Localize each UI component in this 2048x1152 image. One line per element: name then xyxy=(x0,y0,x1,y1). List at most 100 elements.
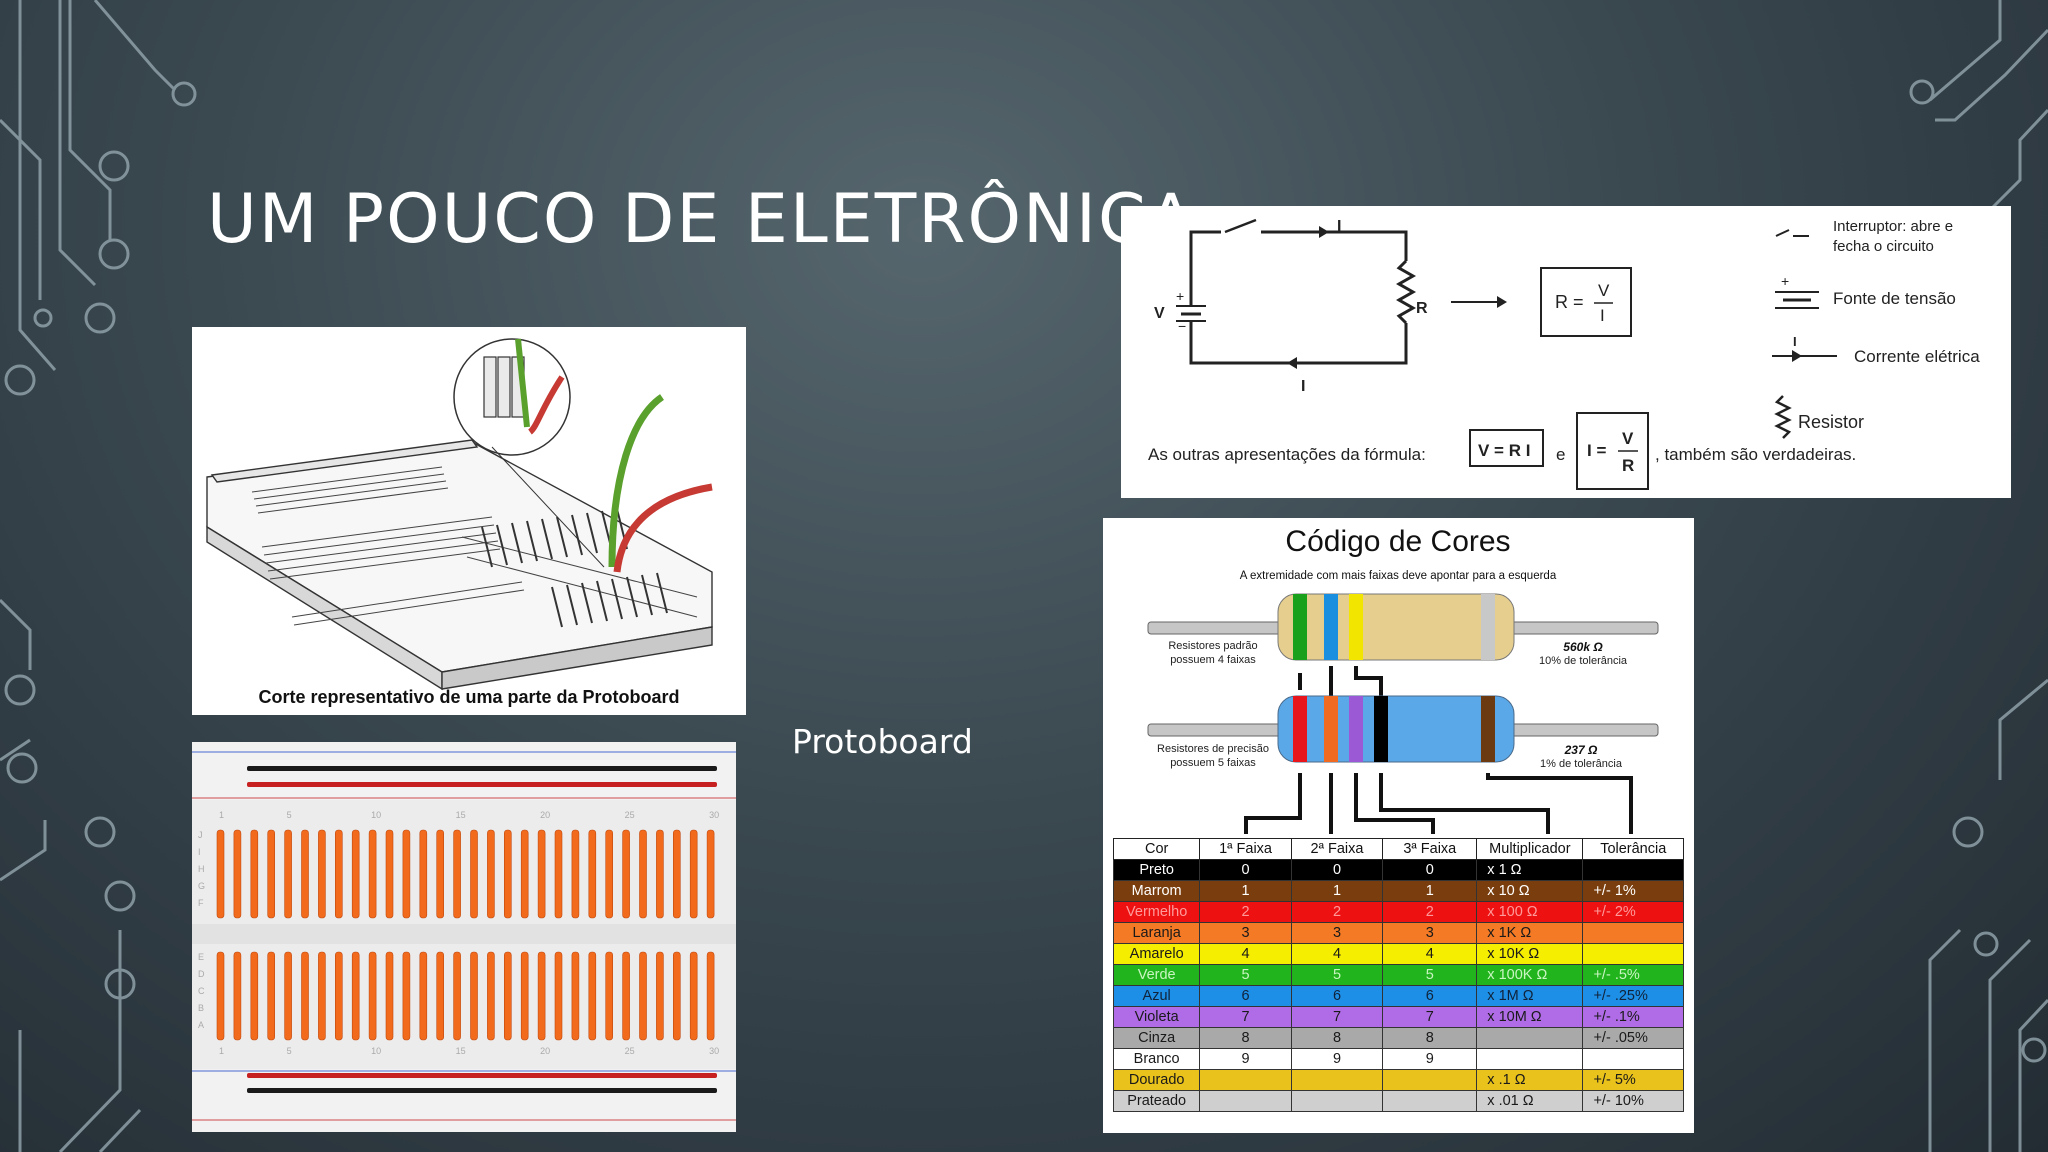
table-cell: +/- 1% xyxy=(1582,880,1684,902)
row-letter: H xyxy=(198,864,205,874)
column-number: 10 xyxy=(371,1046,381,1056)
table-cell: x 10K Ω xyxy=(1476,943,1584,965)
row-letter: F xyxy=(198,898,204,908)
resistor-5-bands xyxy=(1293,696,1495,762)
protoboard-strip xyxy=(419,951,428,1041)
table-cell: x 10M Ω xyxy=(1476,1006,1584,1028)
table-cell xyxy=(1199,1069,1292,1091)
resistor4-value: 560k Ω xyxy=(1563,640,1603,654)
table-cell: 3 xyxy=(1199,922,1292,944)
color-code-title: Código de Cores xyxy=(1285,525,1510,558)
column-number: 10 xyxy=(371,810,381,820)
protoboard-strip xyxy=(605,829,614,919)
protoboard-strip xyxy=(402,829,411,919)
row-letter: C xyxy=(198,986,205,996)
protoboard-strip xyxy=(571,951,580,1041)
protoboard-strip xyxy=(318,829,326,919)
protoboard-strip xyxy=(402,951,411,1041)
table-cell: +/- 2% xyxy=(1582,901,1684,923)
table-cell: Dourado xyxy=(1112,1069,1201,1091)
protoboard-strip xyxy=(639,829,647,919)
table-header: 2ª Faixa xyxy=(1290,838,1384,860)
protoboard-strip xyxy=(301,829,309,919)
resistor5-tolerance: 1% de tolerância xyxy=(1540,758,1623,770)
table-cell: 2 xyxy=(1290,901,1384,923)
current-label-bottom: I xyxy=(1301,378,1305,395)
column-number: 1 xyxy=(219,810,224,820)
protoboard-drawing: Corte representativo de uma parte da Pro… xyxy=(192,327,746,715)
protoboard-strip xyxy=(453,951,461,1041)
row-letter: G xyxy=(198,881,205,891)
protoboard-strip xyxy=(571,829,580,919)
table-header: 1ª Faixa xyxy=(1199,838,1292,860)
protoboard-strip xyxy=(588,829,597,919)
table-cell: 5 xyxy=(1290,964,1384,986)
protoboard-strip xyxy=(335,951,343,1041)
table-cell: 0 xyxy=(1382,859,1478,881)
svg-text:+: + xyxy=(1781,273,1789,289)
table-cell: 3 xyxy=(1382,922,1478,944)
protoboard-strip xyxy=(537,829,546,919)
table-cell: x .1 Ω xyxy=(1476,1069,1584,1091)
resistor4-label-line1: Resistores padrão xyxy=(1168,640,1257,652)
protoboard-strip xyxy=(622,951,630,1041)
protoboard-strip xyxy=(487,951,495,1041)
table-cell: 9 xyxy=(1290,1048,1384,1070)
table-cell xyxy=(1290,1090,1384,1112)
table-cell: 3 xyxy=(1290,922,1384,944)
resistor-5-band-body xyxy=(1277,695,1515,763)
protoboard-strip xyxy=(335,829,343,919)
table-header: 3ª Faixa xyxy=(1382,838,1478,860)
legend-switch-line1: Interruptor: abre e xyxy=(1833,218,1953,235)
current-label-top: I xyxy=(1337,218,1341,235)
table-cell: x 1M Ω xyxy=(1476,985,1584,1007)
row-letter: I xyxy=(198,847,201,857)
table-cell: Prateado xyxy=(1112,1090,1201,1112)
resistor-color-code: Código de Cores A extremidade com mais f… xyxy=(1103,518,1694,1133)
protoboard-strip xyxy=(284,829,292,919)
table-cell: Amarelo xyxy=(1112,943,1201,965)
column-number: 15 xyxy=(456,810,466,820)
protoboard-strip xyxy=(672,829,681,919)
ohms-law-diagram: I I R V + − R = V I Interruptor: abre e … xyxy=(1121,206,2011,498)
protoboard-strip xyxy=(368,951,377,1041)
resistor-4-band-body xyxy=(1277,593,1515,661)
table-cell: x 10 Ω xyxy=(1476,880,1584,902)
resistor-band xyxy=(1349,696,1363,762)
table-cell xyxy=(1582,1048,1684,1070)
table-cell: Violeta xyxy=(1112,1006,1201,1028)
table-cell: 6 xyxy=(1382,985,1478,1007)
protoboard-strip xyxy=(656,951,664,1041)
resistor5-label-line2: possuem 5 faixas xyxy=(1170,757,1256,769)
table-cell: Branco xyxy=(1112,1048,1201,1070)
table-cell: Verde xyxy=(1112,964,1201,986)
protoboard-strip xyxy=(216,829,225,919)
table-cell xyxy=(1199,1090,1292,1112)
legend-switch-line2: fecha o circuito xyxy=(1833,238,1934,255)
table-cell: +/- .1% xyxy=(1582,1006,1684,1028)
table-cell: +/- .05% xyxy=(1582,1027,1684,1049)
table-header: Tolerância xyxy=(1582,838,1684,860)
table-cell: x 1K Ω xyxy=(1476,922,1584,944)
table-cell xyxy=(1476,1027,1584,1049)
svg-text:+: + xyxy=(1176,288,1184,304)
table-cell: 4 xyxy=(1199,943,1292,965)
table-cell: 7 xyxy=(1290,1006,1384,1028)
protoboard-strip xyxy=(605,951,614,1041)
protoboard-strip xyxy=(318,951,326,1041)
table-cell xyxy=(1382,1069,1478,1091)
table-cell: x .01 Ω xyxy=(1476,1090,1584,1112)
table-cell: Marrom xyxy=(1112,880,1201,902)
protoboard-strip xyxy=(537,951,546,1041)
protoboard-strip xyxy=(267,951,275,1041)
resistor4-label-line2: possuem 4 faixas xyxy=(1170,654,1256,666)
row-letter: J xyxy=(198,830,203,840)
table-cell xyxy=(1582,943,1684,965)
table-cell: 5 xyxy=(1382,964,1478,986)
